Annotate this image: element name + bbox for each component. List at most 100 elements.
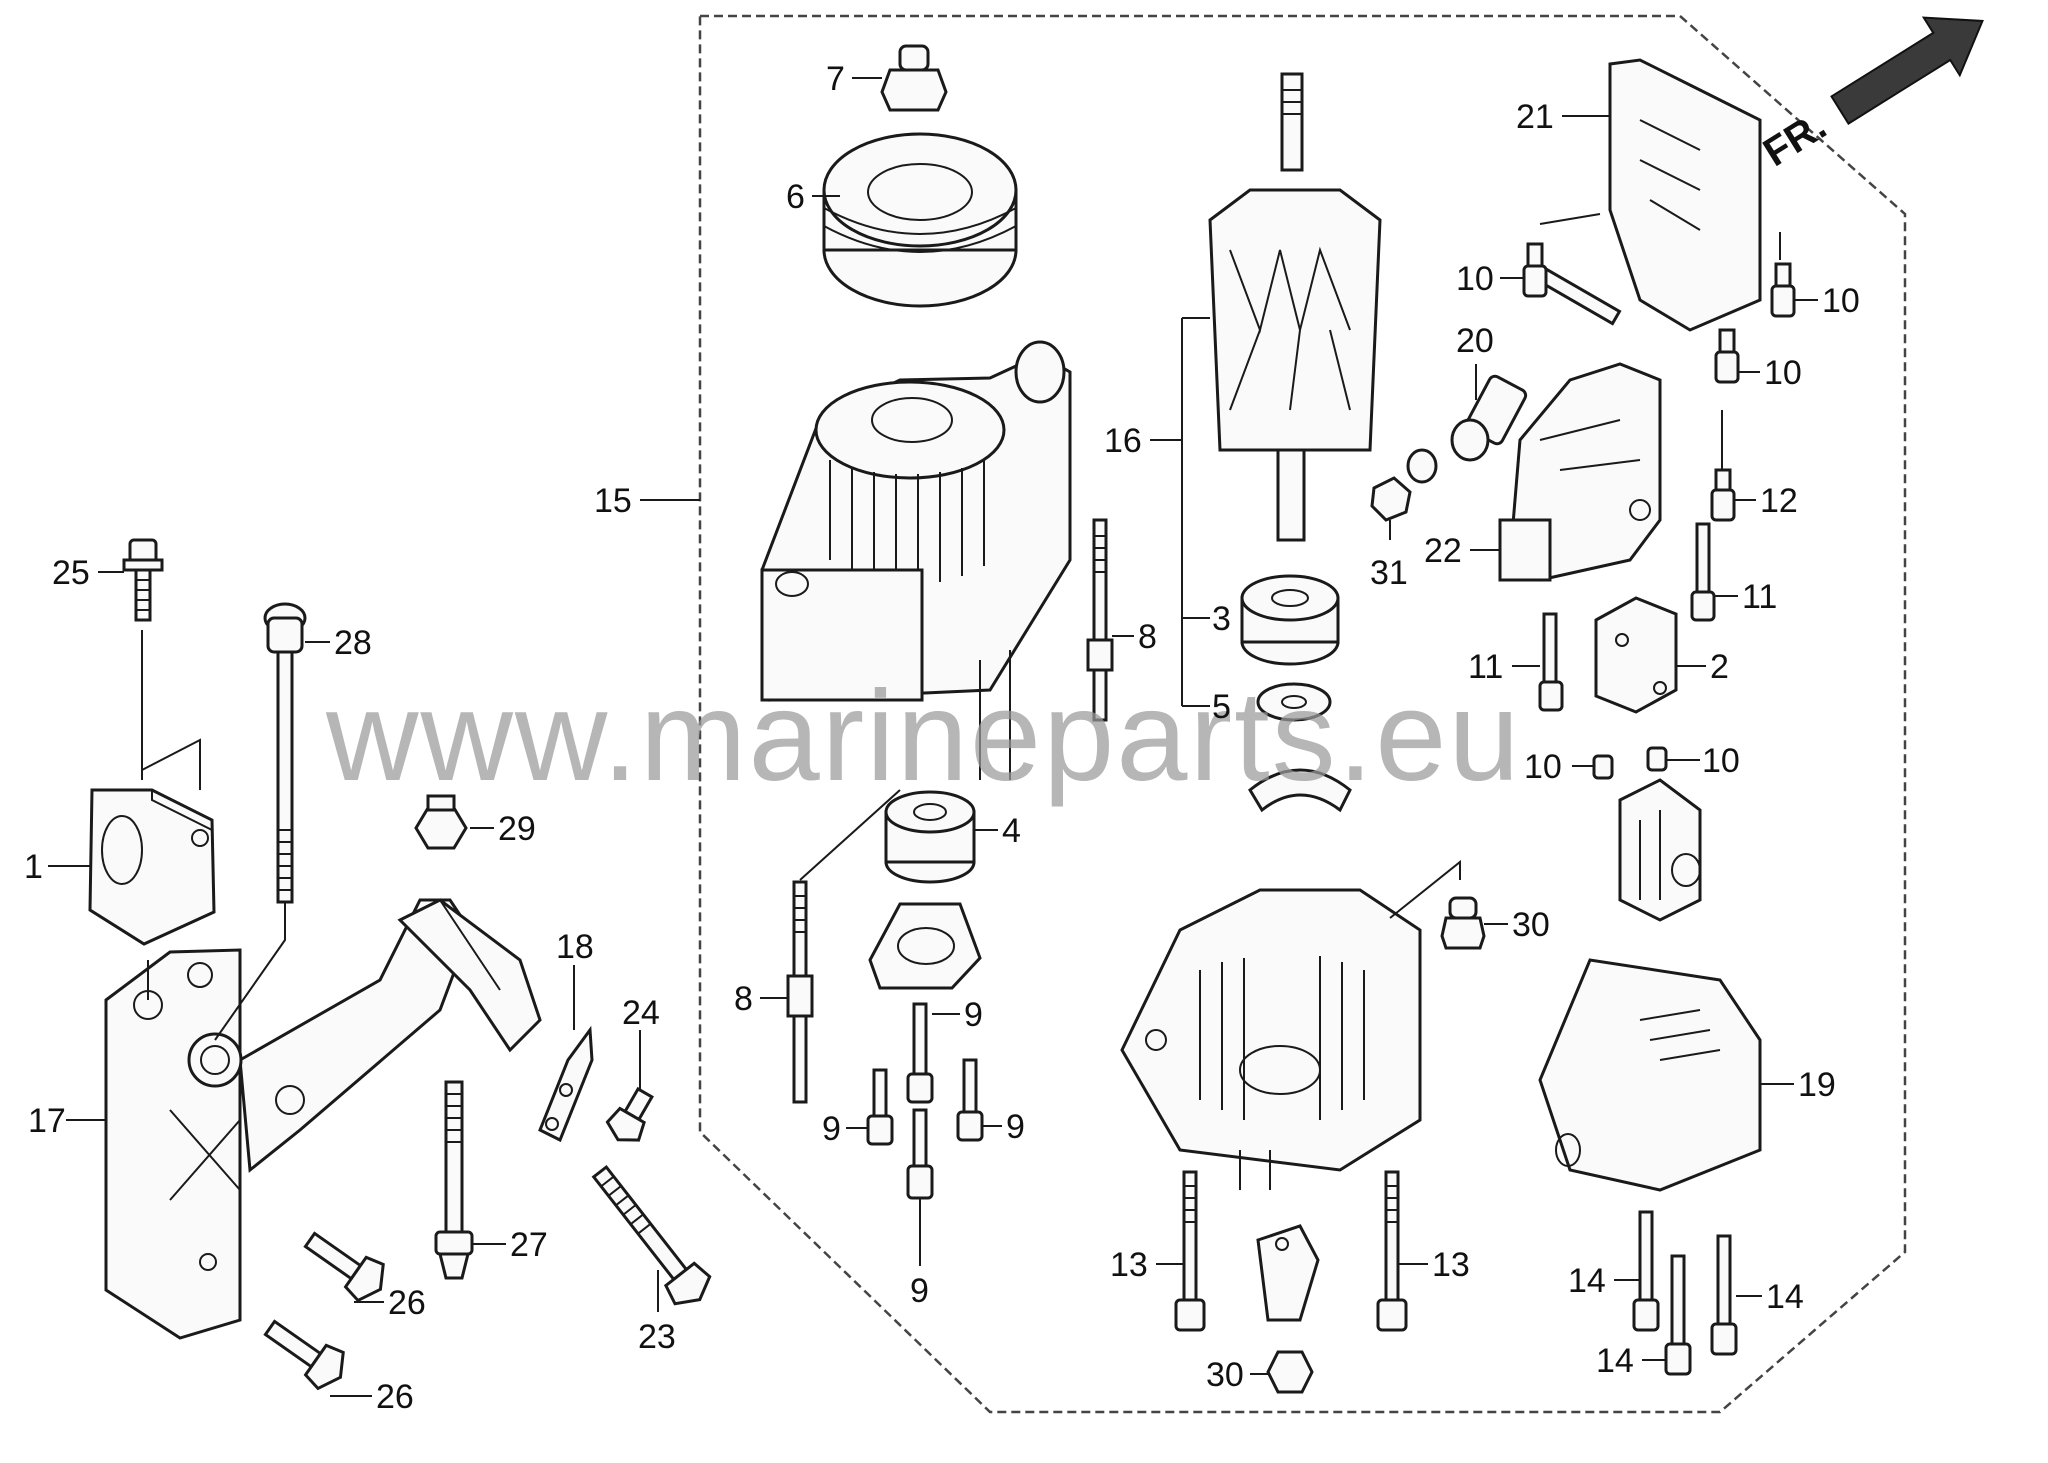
watermark-text: www.marineparts.eu (325, 665, 1522, 808)
nut-29 (414, 794, 468, 850)
callout-18: 18 (556, 928, 594, 966)
callout-9d: 9 (910, 1272, 929, 1310)
callout-4: 4 (1002, 812, 1021, 850)
callout-14c: 14 (1596, 1342, 1634, 1380)
bolt-13b (1376, 1170, 1408, 1332)
rotor-16 (1208, 72, 1382, 542)
leader-12 (1721, 410, 1756, 501)
nut-30a (1440, 896, 1486, 950)
bolt-23 (591, 1164, 712, 1306)
bolt-14a (1632, 1210, 1660, 1332)
callout-10d: 10 (1524, 748, 1562, 786)
screw-11a (1690, 522, 1716, 622)
callout-28: 28 (334, 624, 372, 662)
callout-24: 24 (622, 994, 660, 1032)
callout-5: 5 (1212, 688, 1231, 726)
callout-20: 20 (1456, 322, 1494, 360)
nut-30b (1266, 1350, 1314, 1394)
bolt-14c (1664, 1254, 1692, 1376)
callout-26b: 26 (376, 1378, 414, 1416)
callout-9c: 9 (1006, 1108, 1025, 1146)
callout-1: 1 (24, 848, 43, 886)
callout-14b: 14 (1766, 1278, 1804, 1316)
callout-10a: 10 (1456, 260, 1494, 298)
screw-9d (906, 1108, 934, 1200)
callout-25: 25 (52, 554, 90, 592)
screw-12 (1710, 468, 1736, 522)
rectifier-21 (1532, 58, 1762, 332)
callout-labels: 25 28 1 29 17 18 24 27 26 26 23 15 7 6 8… (24, 60, 1860, 1416)
assembly-boundary-outline (698, 14, 1907, 1414)
callout-16: 16 (1104, 422, 1142, 460)
rear-cover-19 (1538, 958, 1762, 1192)
callout-3: 3 (1212, 600, 1231, 638)
callout-17: 17 (28, 1102, 66, 1140)
bolt-26b (263, 1319, 345, 1391)
leader-10b (1779, 232, 1818, 301)
callout-27: 27 (510, 1226, 548, 1264)
screw-9a (906, 1002, 934, 1104)
callout-10c: 10 (1764, 354, 1802, 392)
stud-bolt-8a (1086, 518, 1114, 722)
arrow-icon (1830, 16, 1984, 125)
callout-2: 2 (1710, 648, 1729, 686)
screw-9b (866, 1068, 894, 1146)
bolt-26a (303, 1231, 385, 1303)
screw-10a (1522, 242, 1548, 298)
nut-31 (1370, 448, 1438, 522)
brush-holder-2 (1594, 596, 1678, 714)
callout-9b: 9 (822, 1110, 841, 1148)
bolt-27 (434, 1080, 474, 1280)
bearing-3 (1240, 574, 1340, 666)
callout-22: 22 (1424, 532, 1462, 570)
callout-19: 19 (1798, 1066, 1836, 1104)
leader-8b (760, 789, 901, 999)
washer-5 (1248, 682, 1352, 813)
callout-21: 21 (1516, 98, 1554, 136)
screw-10c (1714, 328, 1740, 384)
leader-bracket-1-to-17 (141, 630, 286, 1041)
clip-18 (538, 1025, 594, 1143)
bracket-1 (88, 788, 216, 946)
bolt-24 (605, 1086, 654, 1142)
screw-11b (1538, 612, 1564, 712)
bolt-25 (122, 538, 164, 622)
screw-10e (1646, 746, 1668, 772)
direction-label: FR. (1756, 104, 1834, 175)
callout-31: 31 (1370, 554, 1408, 592)
bolt-14b (1710, 1234, 1738, 1356)
callout-6: 6 (786, 178, 805, 216)
callout-13b: 13 (1432, 1246, 1470, 1284)
callout-11a: 11 (1742, 578, 1777, 616)
terminal-plate (1256, 1224, 1320, 1322)
callout-30b: 30 (1206, 1356, 1244, 1394)
stud-bolt-8b (786, 880, 814, 1104)
screw-10b (1770, 262, 1796, 318)
pulley-6 (822, 132, 1018, 308)
callout-7: 7 (826, 60, 845, 98)
callout-12: 12 (1760, 482, 1798, 520)
front-direction-arrow: FR. (1756, 16, 1984, 175)
leader-10a (1500, 213, 1601, 279)
bearing-4 (884, 790, 976, 884)
callout-14a: 14 (1568, 1262, 1606, 1300)
screw-9c (956, 1058, 984, 1142)
callout-15: 15 (594, 482, 632, 520)
bolt-28 (263, 602, 307, 904)
alternator-housing-15 (760, 340, 1072, 780)
callout-11b: 11 (1468, 648, 1503, 686)
brush-20 (1450, 374, 1528, 462)
callout-8a: 8 (1138, 618, 1157, 656)
callout-9a: 9 (964, 996, 983, 1034)
screw-10d (1592, 754, 1614, 780)
callout-29: 29 (498, 810, 536, 848)
mount-bracket-17 (104, 898, 542, 1340)
leader-rear-housing (1389, 859, 1461, 919)
callout-8b: 8 (734, 980, 753, 1018)
leader-16-bracket (1150, 317, 1210, 707)
callout-10b: 10 (1822, 282, 1860, 320)
callout-30a: 30 (1512, 906, 1550, 944)
nut-7 (880, 44, 948, 112)
callout-26a: 26 (388, 1284, 426, 1322)
